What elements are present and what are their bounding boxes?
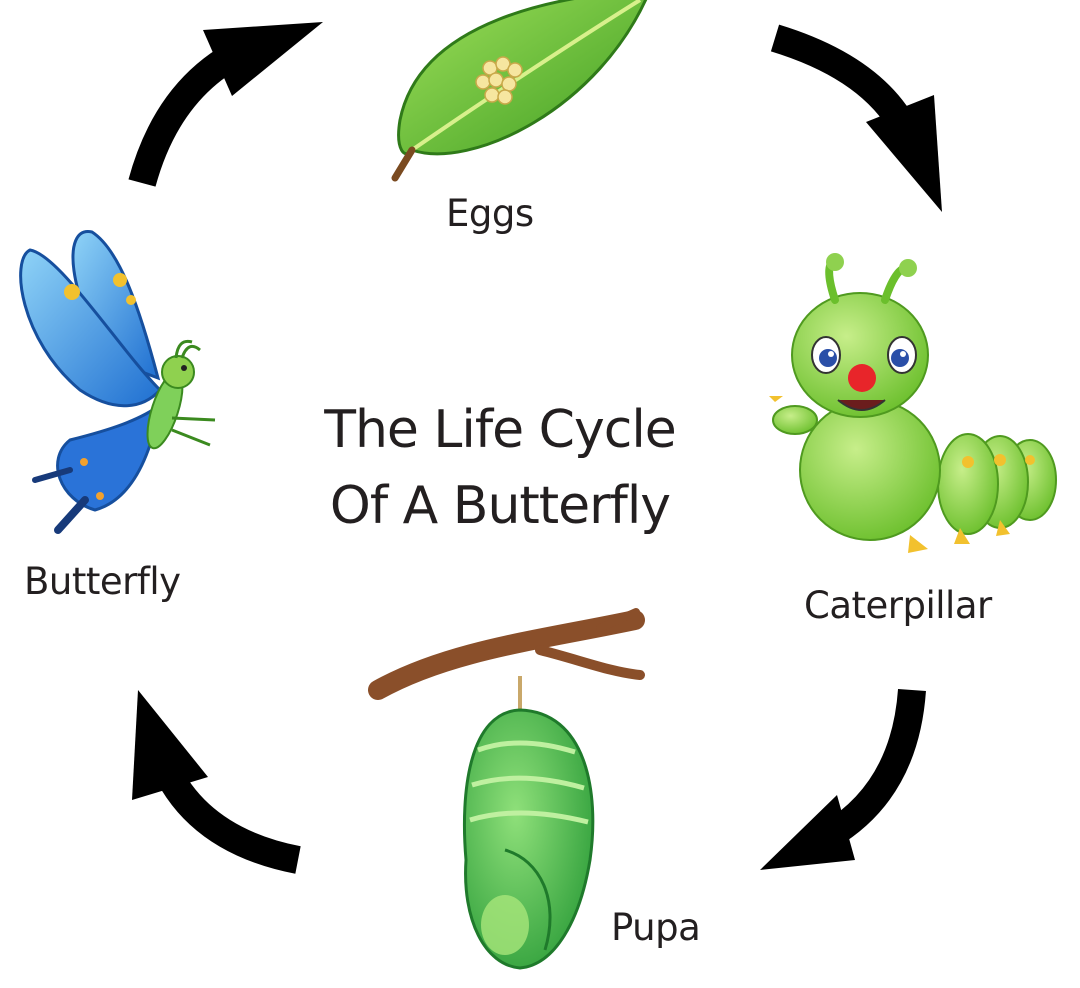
arrow-butterfly-to-eggs: [128, 22, 323, 187]
label-pupa: Pupa: [611, 906, 701, 949]
arrow-caterpillar-to-pupa: [760, 688, 926, 870]
eggs-cluster: [475, 56, 523, 105]
title-line-1: The Life Cycle: [324, 400, 677, 460]
label-eggs: Eggs: [446, 192, 534, 235]
pupa-illustration: [368, 608, 645, 970]
label-butterfly: Butterfly: [24, 560, 181, 603]
label-caterpillar: Caterpillar: [804, 584, 992, 627]
caterpillar-illustration: [769, 253, 1057, 553]
arrow-pupa-to-butterfly: [132, 690, 301, 874]
arrow-eggs-to-caterpillar: [770, 24, 942, 212]
title-line-2: Of A Butterfly: [329, 476, 671, 536]
butterfly-illustration: [19, 230, 216, 534]
diagram-title: The Life Cycle Of A Butterfly: [300, 392, 700, 544]
leaf-with-eggs-illustration: [391, 0, 648, 182]
